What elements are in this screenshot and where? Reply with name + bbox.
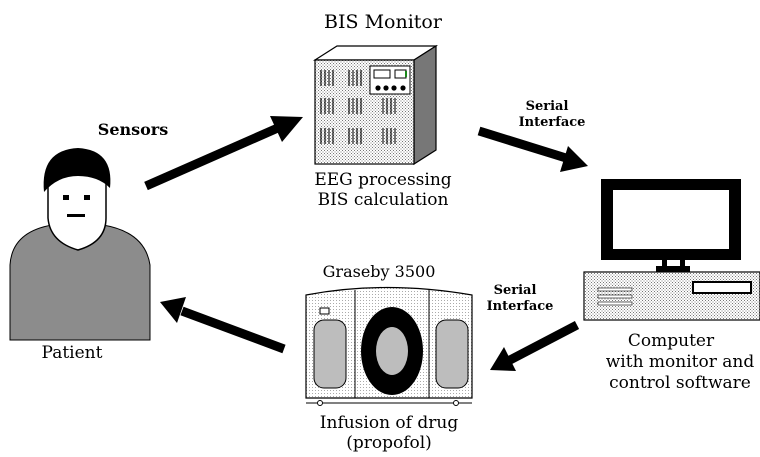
infusion-label-line2: (propofol) (346, 433, 432, 453)
pump-indicator (319, 307, 330, 315)
bis-monitor-device (312, 44, 439, 166)
bis-monitor-side (413, 44, 437, 166)
bis-display-2 (394, 69, 407, 79)
graseby-pump-device (305, 286, 473, 406)
computer-device (583, 179, 760, 321)
computer-label-line1: Computer (627, 331, 715, 351)
eeg-processing-label: EEG processing (314, 170, 452, 190)
disk-drive (692, 281, 752, 294)
bis-display-1 (373, 69, 391, 79)
serial-interface-top-line2: Interface (518, 115, 586, 130)
arrow-pump-to-patient (180, 306, 286, 354)
patient-label: Patient (41, 343, 103, 363)
pump-dial-inner (376, 327, 408, 375)
monitor-screen (613, 190, 729, 249)
graseby-label: Graseby 3500 (322, 262, 436, 281)
computer-label-line2: with monitor and (605, 352, 755, 372)
patient-figure (9, 148, 151, 341)
sensors-label: Sensors (97, 120, 169, 139)
computer-label-line3: control software (609, 373, 751, 393)
bis-calculation-label: BIS calculation (317, 190, 449, 210)
patient-hair (43, 148, 111, 192)
arrow-patient-to-monitor (144, 122, 282, 191)
arrow-monitor-to-computer (477, 126, 568, 163)
pump-panel-left (313, 319, 347, 389)
serial-interface-bottom-line2: Interface (486, 299, 554, 314)
patient-left-eye (63, 195, 69, 200)
patient-right-eye (84, 195, 90, 200)
pump-panel-right (435, 319, 469, 389)
patient-face (47, 174, 107, 251)
monitor-stand-base (656, 266, 690, 272)
arrows (144, 116, 588, 371)
arrow-computer-to-pump (507, 321, 580, 364)
patient-mouth (67, 214, 85, 217)
serial-interface-top-line1: Serial (525, 99, 569, 114)
serial-interface-bottom-line1: Serial (493, 283, 537, 298)
bis-monitor-title: BIS Monitor (324, 11, 442, 33)
infusion-label-line1: Infusion of drug (319, 413, 459, 433)
bis-vent-slats (320, 70, 396, 144)
